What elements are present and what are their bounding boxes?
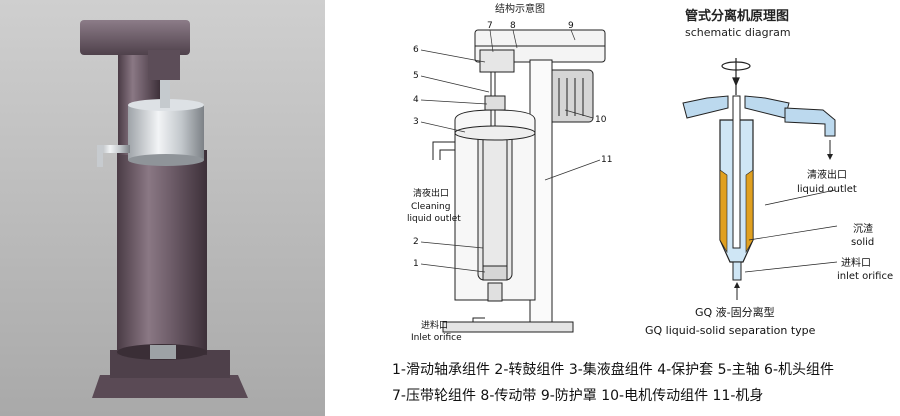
rotation-icon xyxy=(721,58,751,95)
parts-legend-line-1: 1-滑动轴承组件 2-转鼓组件 3-集液盘组件 4-保护套 5-主轴 6-机头组… xyxy=(392,362,835,378)
separation-type-cn: GQ 液-固分离型 xyxy=(695,305,775,319)
separation-type-en: GQ liquid-solid separation type xyxy=(645,324,816,337)
callout-2: 2 xyxy=(413,237,419,247)
clear-liquid-label-en: liquid outlet xyxy=(797,184,857,195)
callout-8: 8 xyxy=(510,21,516,31)
solid-label-en: solid xyxy=(851,237,874,248)
structure-schematic: 结构示意图 7 8 9 6 5 4 3 10 11 2 1 清夜出口 Clean… xyxy=(407,2,612,343)
solid-label-cn: 沉渣 xyxy=(853,222,873,235)
callout-5: 5 xyxy=(413,71,419,81)
centrifuge-photo xyxy=(0,0,325,416)
callout-10: 10 xyxy=(595,115,607,125)
callout-11: 11 xyxy=(601,155,612,165)
parts-legend-line-2: 7-压带轮组件 8-传动带 9-防护罩 10-电机传动组件 11-机身 xyxy=(392,388,764,404)
schematic-title: 结构示意图 xyxy=(495,2,545,15)
inlet-label-en-right: inlet orifice xyxy=(837,271,893,282)
separator-principle-diagram: 管式分离机原理图 schematic diagram 清液出口 liquid o… xyxy=(645,8,893,337)
callout-9: 9 xyxy=(568,21,574,31)
clear-liquid-label-cn: 清液出口 xyxy=(807,168,847,181)
callout-3: 3 xyxy=(413,117,419,127)
outlet-label-en-1: Cleaning xyxy=(411,202,450,212)
callout-1: 1 xyxy=(413,259,419,269)
principle-title: 管式分离机原理图 xyxy=(685,8,789,24)
outlet-label-cn: 清夜出口 xyxy=(413,187,449,199)
callout-7: 7 xyxy=(487,21,493,31)
callout-6: 6 xyxy=(413,45,419,55)
principle-subtitle: schematic diagram xyxy=(685,26,791,39)
inlet-label-en: Inlet orifice xyxy=(411,333,462,343)
inlet-label-cn: 进料口 xyxy=(421,319,448,331)
inlet-label-cn-right: 进料口 xyxy=(841,256,871,269)
callout-4: 4 xyxy=(413,95,419,105)
outlet-label-en-2: liquid outlet xyxy=(407,214,461,224)
